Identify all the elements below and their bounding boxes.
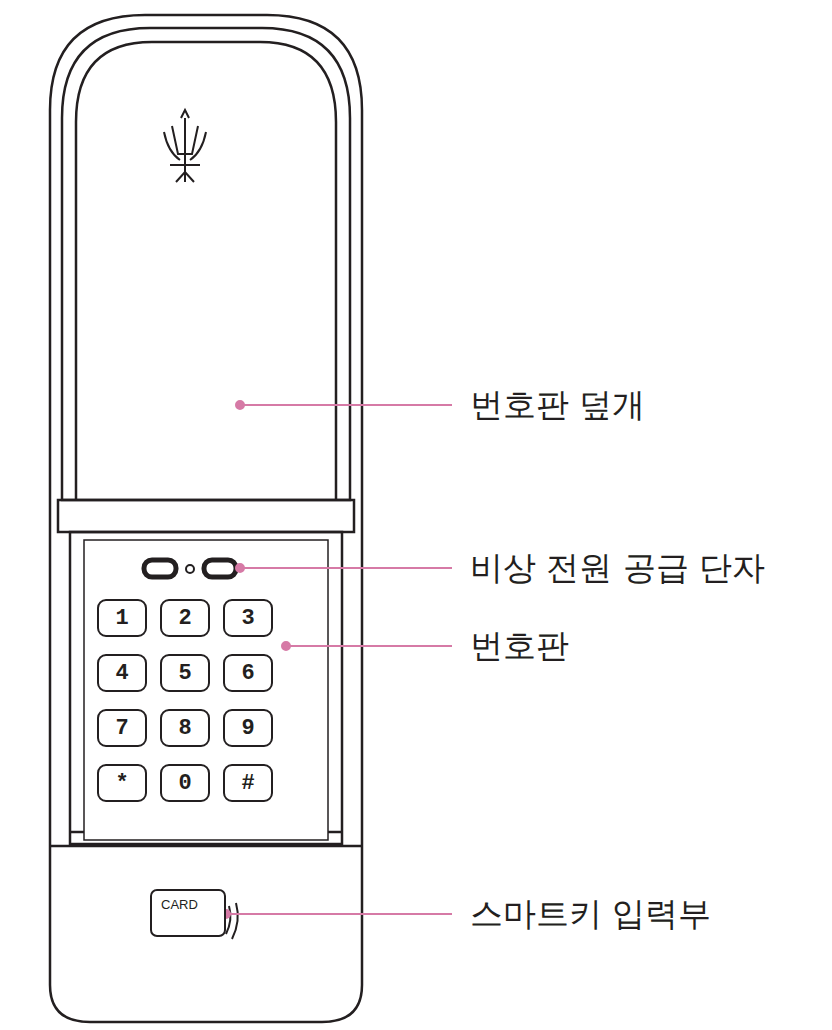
keypad-key: 0: [160, 764, 210, 802]
bottom-seam: [50, 845, 362, 848]
keypad-key: 5: [160, 654, 210, 692]
leader-dot: [282, 642, 290, 650]
keypad-key: 3: [223, 599, 273, 637]
terminal-dot: [186, 565, 194, 573]
part-label: 비상 전원 공급 단자: [470, 548, 765, 588]
cover-inner: [75, 122, 78, 500]
key-label: 8: [178, 716, 191, 741]
leader-dot: [236, 401, 244, 409]
leader-line: [240, 567, 452, 569]
key-label: 1: [115, 606, 128, 631]
rail: [70, 831, 84, 834]
housing-outline: [50, 15, 362, 1022]
part-label: 스마트키 입력부: [470, 894, 712, 934]
keypad-key: 2: [160, 599, 210, 637]
keypad-key: 1: [97, 599, 147, 637]
keypad-key: 4: [97, 654, 147, 692]
keypad-key: 7: [97, 709, 147, 747]
key-label: *: [115, 771, 128, 796]
terminal: [204, 560, 236, 577]
cover-outline: [62, 28, 350, 500]
key-label: 5: [178, 661, 191, 686]
leader-line: [286, 645, 452, 647]
leader-dot: [236, 564, 244, 572]
key-label: 6: [241, 661, 254, 686]
keypad-key: 9: [223, 709, 273, 747]
keypad-frame: [70, 532, 342, 844]
keypad-key: 6: [223, 654, 273, 692]
key-label: 7: [115, 716, 128, 741]
card-label: CARD: [161, 897, 198, 912]
part-label: 번호판 덮개: [470, 385, 646, 425]
spacer: [44, 846, 368, 1026]
card-reader-box: CARD: [150, 889, 226, 937]
rail: [328, 831, 342, 834]
key-label: 9: [241, 716, 254, 741]
cover-inner: [76, 42, 336, 500]
key-label: 0: [178, 771, 191, 796]
rf-wave: [232, 903, 238, 939]
leader-line: [240, 404, 452, 406]
terminal: [144, 560, 176, 577]
spacer: [50, 846, 362, 1022]
keypad-key: 8: [160, 709, 210, 747]
part-label: 번호판: [470, 626, 569, 666]
key-label: #: [241, 771, 254, 796]
leader-line: [226, 913, 452, 915]
key-label: 2: [178, 606, 191, 631]
keypad-key: *: [97, 764, 147, 802]
key-label: 4: [115, 661, 128, 686]
logo: [164, 110, 206, 182]
key-label: 3: [241, 606, 254, 631]
keypad-panel: [84, 540, 328, 840]
cover-hinge: [58, 500, 354, 532]
keypad-key: #: [223, 764, 273, 802]
